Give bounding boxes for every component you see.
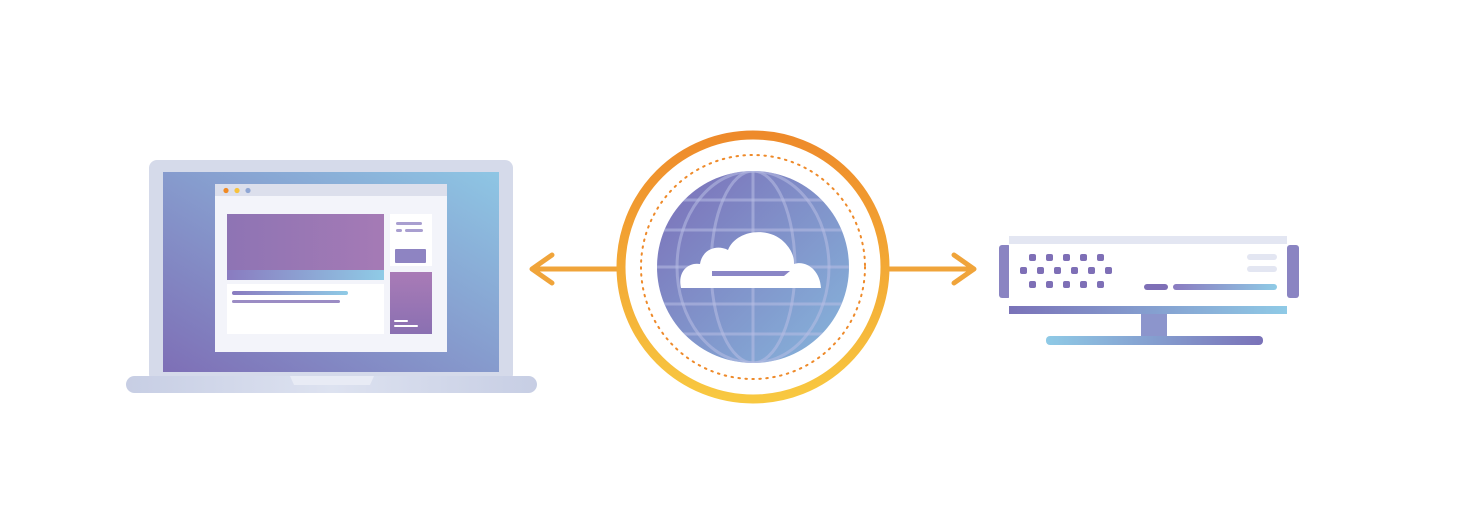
server-bottom-bar (1009, 306, 1287, 314)
content-line (232, 291, 348, 295)
sidebar-line (396, 229, 402, 232)
browser-window (215, 184, 447, 352)
server-icon (999, 236, 1299, 345)
server-top-lip (1009, 236, 1287, 244)
server-face (1009, 244, 1287, 306)
window-maximize-dot (245, 187, 251, 194)
server-indicator (1247, 266, 1277, 272)
server-indicator (1247, 254, 1277, 260)
arrow-to-laptop (529, 252, 621, 286)
dotted-ring (640, 154, 866, 380)
laptop-icon (126, 160, 537, 393)
sidebar-line (405, 229, 423, 232)
server-stand-neck (1141, 314, 1167, 336)
cloudflare-node (616, 130, 890, 404)
server-vent-dots (1020, 254, 1112, 288)
arrow-to-server (885, 252, 977, 286)
sidebar-button (395, 249, 426, 263)
sidebar-line (396, 222, 422, 225)
hero-banner-strip (227, 270, 384, 280)
server-side-right (1287, 245, 1299, 298)
window-close-dot (223, 187, 229, 194)
server-status-bar (1173, 284, 1277, 290)
server-side-left (999, 245, 1011, 298)
cloud-cut-line (712, 271, 790, 276)
browser-titlebar (215, 184, 447, 196)
sidebar-card (390, 272, 432, 334)
hero-banner (227, 214, 384, 270)
server-status-short (1144, 284, 1168, 290)
laptop-trackpad-notch (290, 376, 374, 385)
card-line (394, 320, 408, 322)
content-line (232, 300, 340, 303)
card-line (394, 325, 418, 327)
window-minimize-dot (234, 187, 240, 194)
server-stand-foot (1046, 336, 1263, 345)
